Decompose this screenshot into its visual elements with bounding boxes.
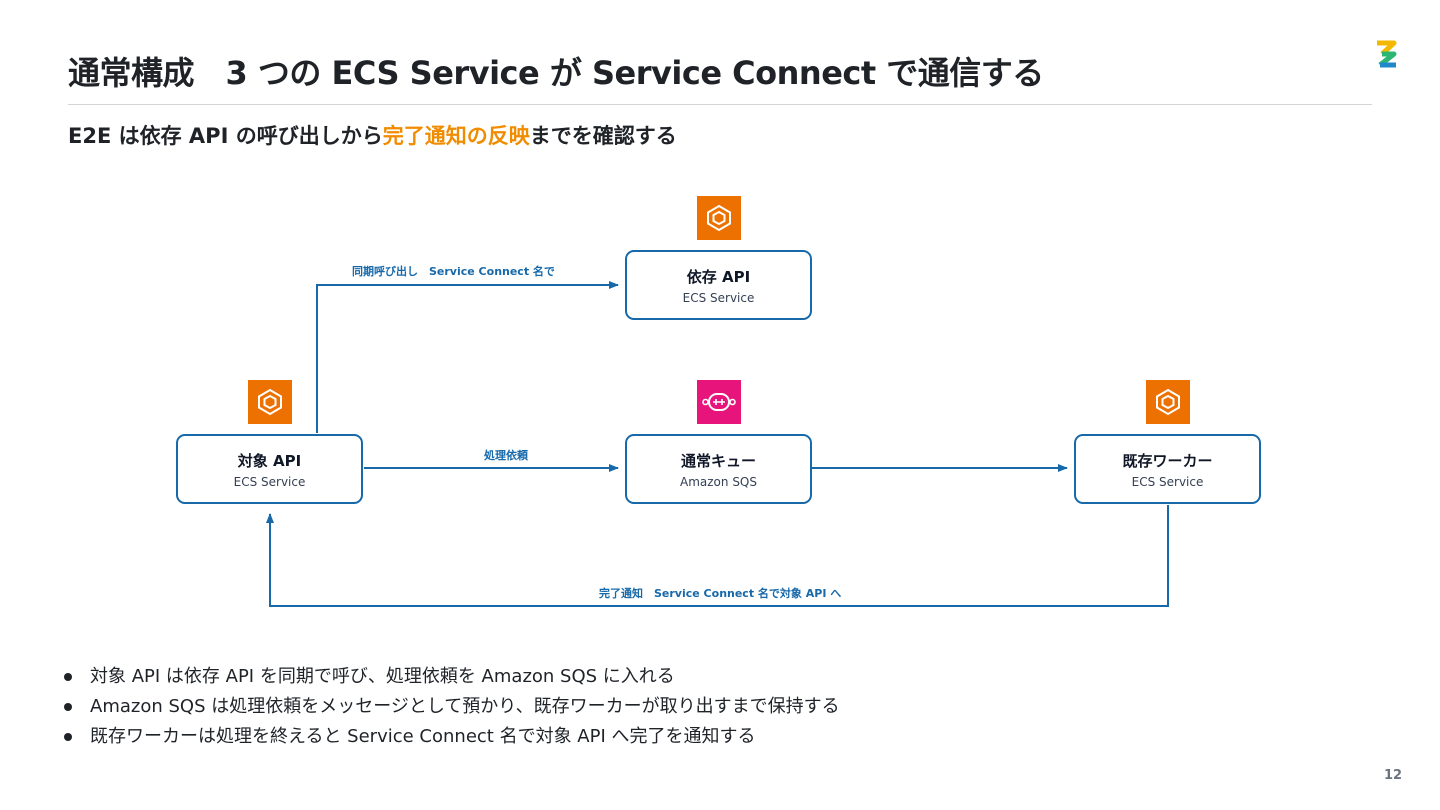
node-kind: ECS Service bbox=[233, 475, 306, 489]
bullet-item: Amazon SQS は処理依頼をメッセージとして預かり、既存ワーカーが取り出す… bbox=[64, 692, 840, 722]
node-target-api: 対象 API ECS Service bbox=[176, 434, 363, 504]
slide-subtitle: E2E は依存 API の呼び出しから完了通知の反映までを確認する bbox=[68, 120, 677, 150]
edge-completion bbox=[266, 505, 1169, 607]
node-existing-worker: 既存ワーカー ECS Service bbox=[1074, 434, 1261, 504]
brand-logo-icon bbox=[1377, 40, 1397, 68]
edge-label-sync-call: 同期呼び出し Service Connect 名で bbox=[352, 265, 555, 278]
edge-label-enqueue: 処理依頼 bbox=[484, 449, 528, 462]
subtitle-text-pre: E2E は依存 API の呼び出しから bbox=[68, 124, 383, 148]
subtitle-text-post: までを確認する bbox=[529, 124, 677, 148]
summary-bullets: 対象 API は依存 API を同期で呼び、処理依頼を Amazon SQS に… bbox=[64, 662, 840, 752]
node-name: 通常キュー bbox=[680, 452, 756, 470]
bullet-item: 既存ワーカーは処理を終えると Service Connect 名で対象 API … bbox=[64, 722, 840, 752]
subtitle-highlight: 完了通知の反映 bbox=[382, 124, 530, 148]
slide-title: 通常構成 3 つの ECS Service が Service Connect … bbox=[68, 54, 1044, 92]
node-name: 対象 API bbox=[237, 452, 302, 470]
ecs-service-icon bbox=[1146, 380, 1190, 424]
node-normal-queue: 通常キュー Amazon SQS bbox=[625, 434, 812, 504]
ecs-service-icon bbox=[248, 380, 292, 424]
edge-sync-call bbox=[316, 281, 619, 433]
node-name: 既存ワーカー bbox=[1122, 452, 1213, 470]
node-name: 依存 API bbox=[686, 268, 751, 286]
page-number: 12 bbox=[1384, 768, 1403, 783]
title-divider bbox=[68, 104, 1372, 105]
ecs-service-icon bbox=[697, 196, 741, 240]
bullet-item: 対象 API は依存 API を同期で呼び、処理依頼を Amazon SQS に… bbox=[64, 662, 840, 692]
edge-label-completion: 完了通知 Service Connect 名で対象 API へ bbox=[599, 587, 842, 600]
node-kind: Amazon SQS bbox=[680, 475, 757, 489]
node-kind: ECS Service bbox=[682, 291, 755, 305]
node-kind: ECS Service bbox=[1131, 475, 1204, 489]
node-dependency-api: 依存 API ECS Service bbox=[625, 250, 812, 320]
sqs-queue-icon bbox=[697, 380, 741, 424]
